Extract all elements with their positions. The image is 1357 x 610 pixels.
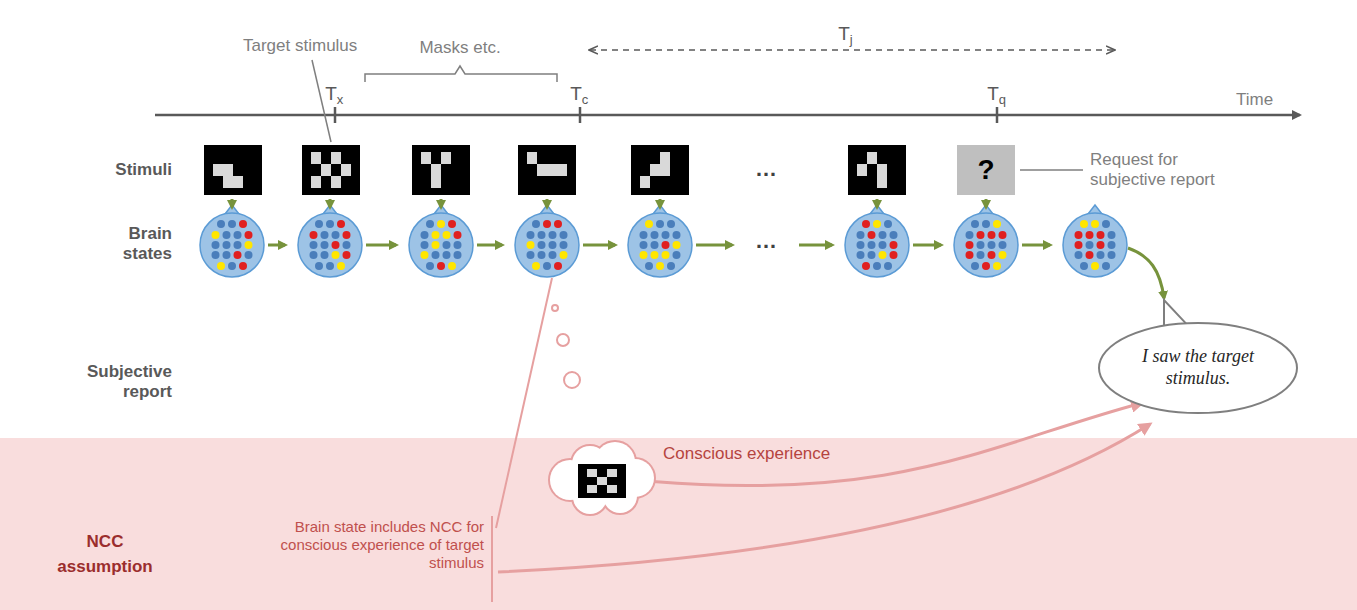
text-label: Request for subjective report: [1090, 150, 1240, 191]
time-subscript: x: [337, 92, 344, 108]
ncc-band: NCC assumption Conscious experience: [0, 438, 1357, 610]
text-label: T: [987, 83, 999, 106]
text-label: T: [838, 23, 850, 46]
text-label: Brain state includes NCC for conscious e…: [269, 518, 484, 572]
text-label: …: [755, 156, 777, 182]
speech-bubble: I saw the target stimulus.: [1098, 322, 1298, 414]
cloud-outline: [545, 442, 657, 514]
time-subscript: c: [582, 92, 589, 108]
time-subscript: j: [850, 32, 853, 48]
row-label: Stimuli: [52, 160, 172, 180]
request-box: ?: [957, 145, 1015, 195]
row-label: NCC assumption: [40, 530, 170, 579]
experience-arrow: [653, 403, 1142, 486]
text-label: T: [325, 83, 337, 106]
time-subscript: q: [999, 92, 1006, 108]
cloud-heading: Conscious experience: [663, 444, 830, 464]
question-mark: ?: [977, 154, 994, 186]
row-label: Subjective report: [72, 362, 172, 403]
stimulus-images: [204, 145, 906, 195]
report-text: I saw the target stimulus.: [1128, 346, 1268, 389]
text-label: Masks etc.: [419, 38, 500, 58]
ncc-leaders: [492, 278, 1150, 602]
row-label: Brain states: [92, 224, 172, 265]
brain-states: [200, 199, 1164, 298]
text-label: …: [755, 228, 777, 254]
text-label: T: [570, 83, 582, 106]
thought-cloud: Conscious experience: [545, 442, 657, 514]
text-label: Target stimulus: [243, 36, 357, 56]
text-label: Time: [1236, 90, 1273, 110]
ncc-band-ground: [0, 438, 1357, 610]
